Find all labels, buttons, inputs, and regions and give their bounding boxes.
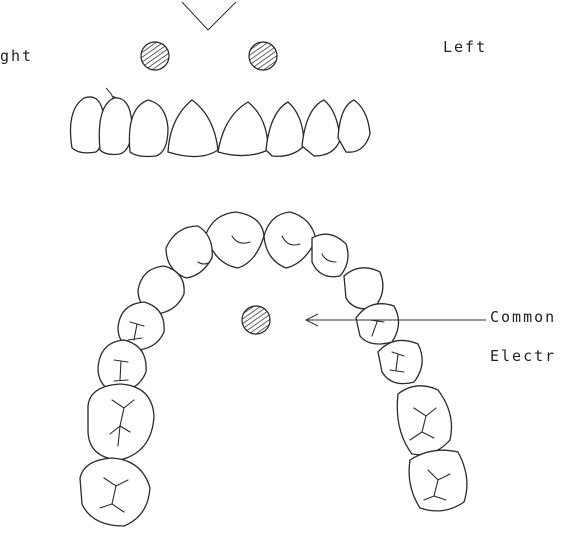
- lower-tooth: [312, 234, 348, 277]
- upper-tooth: [302, 100, 340, 156]
- lower-tooth: [344, 268, 383, 309]
- label-left: Left: [443, 38, 487, 56]
- lower-dental-arch: [80, 212, 467, 526]
- label-electrode: Electr: [490, 347, 556, 365]
- upper-tooth: [266, 102, 304, 156]
- common-electrode: [242, 306, 270, 334]
- electrode-left: [249, 42, 277, 70]
- label-right: ght: [0, 47, 33, 65]
- label-common: Common: [490, 308, 556, 326]
- lower-tooth: [378, 340, 422, 383]
- electrode-right: [141, 42, 169, 70]
- upper-tooth: [338, 100, 370, 152]
- upper-tooth: [99, 98, 132, 155]
- upper-tooth: [129, 100, 168, 157]
- upper-tooth: [218, 102, 268, 156]
- upper-teeth-row: [71, 97, 371, 157]
- upper-tooth: [168, 100, 218, 157]
- nose-marker: [182, 2, 236, 30]
- lower-tooth: [356, 304, 399, 344]
- lower-tooth: [264, 212, 316, 268]
